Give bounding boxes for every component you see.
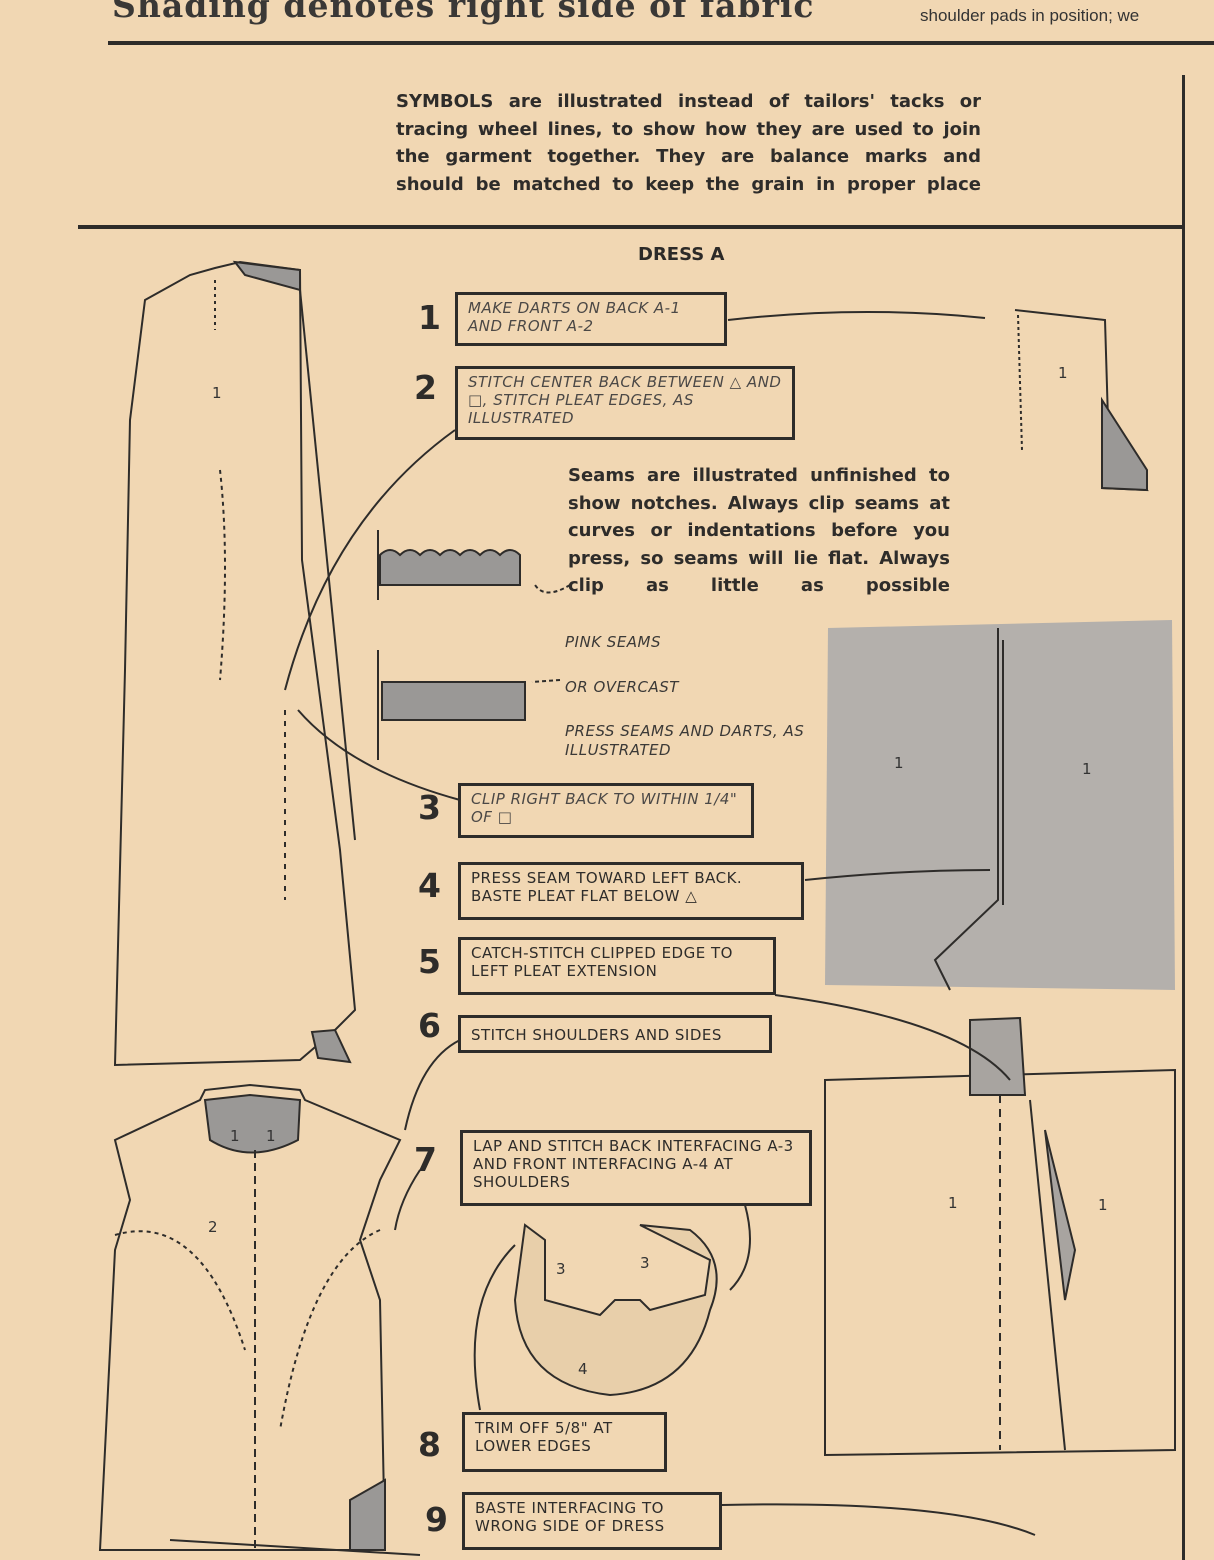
section-rule	[78, 225, 1183, 229]
adjacent-column-snippet: shoulder pads in position; we	[920, 6, 1140, 25]
step-box: LAP AND STITCH BACK INTERFACING A-3 AND …	[460, 1130, 812, 1206]
piece-number: 1	[1082, 760, 1092, 778]
step-box: CLIP RIGHT BACK TO WITHIN 1/4" OF □	[458, 783, 754, 838]
overcast-label: OR OVERCAST	[565, 678, 679, 696]
step-box: MAKE DARTS ON BACK A-1 AND FRONT A-2	[455, 292, 727, 346]
step-number: 3	[418, 788, 441, 827]
step-box: PRESS SEAM TOWARD LEFT BACK. BASTE PLEAT…	[458, 862, 804, 920]
step-number: 2	[414, 368, 437, 407]
column-divider	[1182, 75, 1185, 1560]
pink-seams-label: PINK SEAMS	[565, 633, 662, 651]
piece-number: 2	[208, 1218, 218, 1236]
step-number: 1	[418, 298, 441, 337]
step-number: 9	[425, 1500, 448, 1539]
symbols-note: SYMBOLS are illustrated instead of tailo…	[396, 91, 981, 195]
step-arrows	[284, 310, 1036, 1536]
step-number: 8	[418, 1425, 441, 1464]
catch-stitch-illustration	[824, 1016, 1176, 1457]
header-rule	[108, 41, 1214, 45]
piece-number: 4	[578, 1360, 588, 1378]
piece-number: 1	[894, 754, 904, 772]
piece-number: 1	[266, 1127, 276, 1145]
step-number: 5	[418, 942, 441, 981]
front-bodice-illustration	[98, 1083, 402, 1551]
page-title: Shading denotes right side of fabric	[112, 0, 815, 25]
step-box: STITCH SHOULDERS AND SIDES	[458, 1015, 772, 1053]
step-box: STITCH CENTER BACK BETWEEN △ AND □, STIT…	[455, 366, 795, 440]
back-dart-illustration	[1014, 309, 1149, 492]
press-seams-label: PRESS SEAMS AND DARTS, AS ILLUSTRATED	[565, 722, 805, 759]
piece-number: 1	[1098, 1196, 1108, 1214]
seams-note: Seams are illustrated unfinished to show…	[568, 465, 950, 596]
piece-number: 1	[212, 384, 222, 402]
piece-number: 3	[556, 1260, 566, 1278]
piece-number: 1	[1058, 364, 1068, 382]
step-number: 6	[418, 1006, 441, 1045]
step-box: TRIM OFF 5/8" AT LOWER EDGES	[462, 1412, 667, 1472]
step-box: BASTE INTERFACING TO WRONG SIDE OF DRESS	[462, 1492, 722, 1550]
step-box: CATCH-STITCH CLIPPED EDGE TO LEFT PLEAT …	[458, 937, 776, 995]
back-pattern-piece-illustration	[113, 260, 357, 1067]
section-title: DRESS A	[638, 244, 725, 265]
pressed-pleat-illustration	[825, 620, 1175, 991]
overcast-seam-illustration	[377, 650, 526, 760]
step-number: 4	[418, 866, 441, 905]
step-number: 7	[414, 1140, 437, 1179]
pinked-seam-illustration	[377, 530, 521, 600]
interfacing-collar-illustration	[513, 1223, 718, 1397]
piece-number: 1	[230, 1127, 240, 1145]
next-figure-edge	[169, 1539, 421, 1556]
piece-number: 1	[948, 1194, 958, 1212]
piece-number: 3	[640, 1254, 650, 1272]
